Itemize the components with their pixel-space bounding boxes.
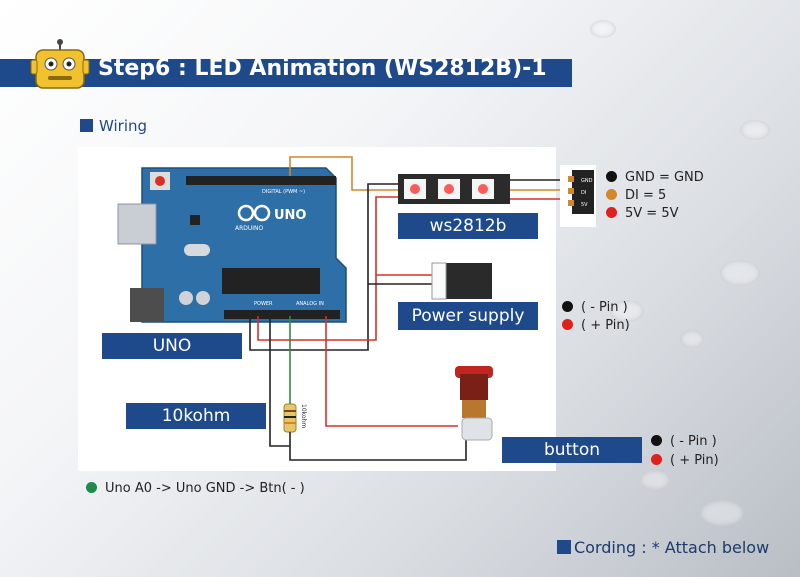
- usb-port: [117, 203, 157, 245]
- analog-header: [224, 310, 340, 319]
- rain-drop: [640, 470, 670, 490]
- button-pin-minus: ( - Pin ): [651, 434, 717, 449]
- label-ws2812b: ws2812b: [398, 213, 538, 239]
- square-bullet-icon: [557, 540, 571, 554]
- label-uno: UNO: [102, 333, 242, 359]
- label-resistor: 10kohm: [126, 403, 266, 429]
- red-dot-icon: [606, 207, 617, 218]
- green-dot-icon: [86, 482, 97, 493]
- arduino-uno-board: UNO ARDUINO DIGITAL (PWM ~) POWER ANALOG…: [117, 167, 347, 323]
- label-button: button: [502, 437, 642, 463]
- strip-pin-di: DI: [581, 190, 586, 196]
- board-analog-text: ANALOG IN: [296, 301, 324, 307]
- board-brand-text: ARDUINO: [235, 225, 264, 232]
- board-power-text: POWER: [254, 301, 273, 307]
- black-dot-icon: [651, 435, 662, 446]
- black-dot-icon: [606, 171, 617, 182]
- crystal: [184, 244, 210, 256]
- board-logo-text: UNO: [274, 208, 307, 223]
- rain-drop: [700, 500, 744, 526]
- section-heading: Wiring: [80, 117, 147, 135]
- board-digital-text: DIGITAL (PWM ~): [262, 189, 305, 195]
- orange-dot-icon: [606, 189, 617, 200]
- rain-drop: [740, 120, 770, 140]
- resistor-value-text: 10kohm: [300, 404, 307, 428]
- square-bullet-icon: [80, 119, 93, 132]
- push-button-component: [455, 366, 493, 441]
- rain-drop: [610, 300, 644, 322]
- ws-pin-5v-text: 5V = 5V: [625, 206, 679, 221]
- button-pin-minus-text: ( - Pin ): [670, 434, 717, 449]
- power-pin-minus: ( - Pin ): [562, 300, 628, 315]
- strip-connector: GND DI 5V: [560, 165, 596, 227]
- ws-pin-gnd-text: GND = GND: [625, 170, 704, 185]
- title-bar: [0, 59, 572, 87]
- strip-pin-gnd: GND: [581, 178, 593, 184]
- black-dot-icon: [562, 301, 573, 312]
- power-pin-plus-text: ( + Pin): [581, 318, 630, 333]
- rain-drop: [680, 330, 704, 348]
- button-pin-plus-text: ( + Pin): [670, 453, 719, 468]
- cording-note: Cording : * Attach below: [557, 538, 769, 557]
- wiring-note: Uno A0 -> Uno GND -> Btn( - ): [86, 481, 305, 496]
- section-heading-text: Wiring: [99, 117, 148, 135]
- cording-note-text: Cording : * Attach below: [574, 538, 770, 557]
- label-power-supply: Power supply: [398, 302, 538, 330]
- ws-pin-5v: 5V = 5V: [606, 206, 679, 221]
- arduino-logo-icon: [237, 204, 255, 222]
- power-supply-block: [431, 262, 492, 300]
- robot-mascot-icon: [30, 39, 90, 89]
- ws-pin-di-text: DI = 5: [625, 188, 667, 203]
- atmega-chip: [222, 268, 320, 294]
- button-pin-plus: ( + Pin): [651, 453, 719, 468]
- wire-ground: [249, 183, 398, 351]
- power-jack: [130, 288, 164, 322]
- red-dot-icon: [651, 454, 662, 465]
- wire-5v: [257, 196, 398, 341]
- rain-drop: [720, 260, 760, 286]
- red-dot-icon: [562, 319, 573, 330]
- page-title: Step6 : LED Animation (WS2812B)-1: [98, 56, 547, 81]
- strip-pin-5v: 5V: [581, 202, 588, 208]
- power-pin-minus-text: ( - Pin ): [581, 300, 628, 315]
- rain-drop: [590, 20, 616, 38]
- ws-pin-gnd: GND = GND: [606, 170, 704, 185]
- digital-header: [186, 176, 336, 185]
- ws2812b-strip: [398, 174, 510, 204]
- power-pin-plus: ( + Pin): [562, 318, 630, 333]
- ws-pin-di: DI = 5: [606, 188, 666, 203]
- wiring-note-text: Uno A0 -> Uno GND -> Btn( - ): [105, 481, 305, 496]
